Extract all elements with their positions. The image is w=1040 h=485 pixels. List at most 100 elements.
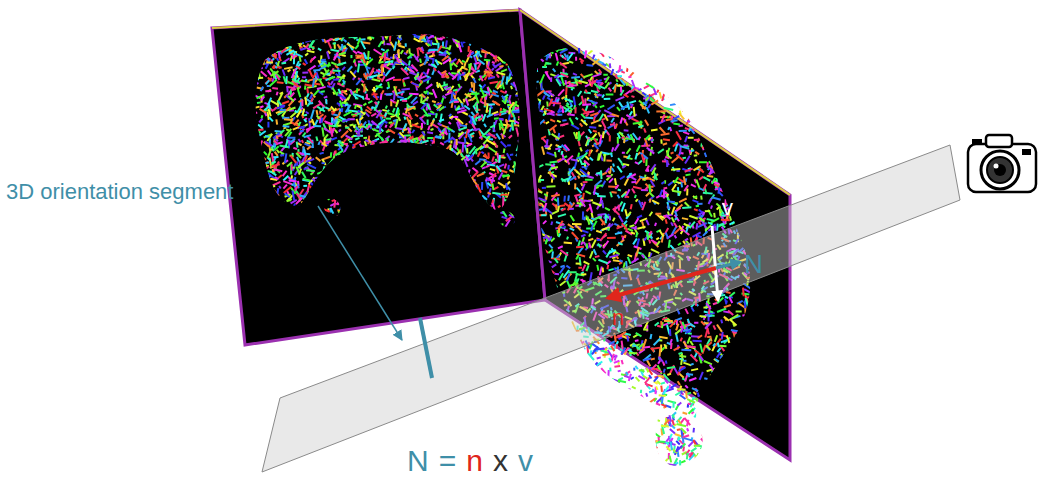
texture-stroke xyxy=(427,103,430,109)
texture-stroke xyxy=(363,170,366,174)
texture-stroke xyxy=(472,36,477,38)
texture-stroke xyxy=(306,30,311,31)
texture-stroke xyxy=(375,171,378,174)
texture-stroke xyxy=(346,171,355,173)
texture-stroke xyxy=(270,222,277,225)
texture-stroke xyxy=(371,199,372,203)
texture-stroke xyxy=(422,131,425,135)
texture-stroke xyxy=(399,176,409,179)
texture-stroke xyxy=(332,188,341,191)
texture-stroke xyxy=(371,162,378,167)
texture-stroke xyxy=(253,217,256,221)
texture-stroke xyxy=(250,61,252,66)
texture-stroke xyxy=(299,212,302,219)
texture-stroke xyxy=(397,161,401,164)
texture-stroke xyxy=(364,202,373,206)
texture-stroke xyxy=(509,95,511,100)
texture-stroke xyxy=(474,51,480,56)
texture-stroke xyxy=(355,206,358,215)
texture-stroke xyxy=(495,215,497,218)
texture-stroke xyxy=(519,149,523,151)
texture-stroke xyxy=(248,94,252,96)
texture-stroke xyxy=(502,210,507,217)
texture-stroke xyxy=(320,60,326,62)
texture-stroke xyxy=(252,76,259,80)
texture-stroke xyxy=(307,211,311,213)
texture-stroke xyxy=(303,212,307,219)
texture-stroke xyxy=(354,135,363,137)
texture-stroke xyxy=(318,182,328,183)
texture-stroke xyxy=(384,30,386,38)
texture-stroke xyxy=(471,82,474,88)
texture-stroke xyxy=(435,218,442,220)
texture-stroke xyxy=(331,62,336,64)
texture-stroke xyxy=(335,130,338,133)
texture-stroke xyxy=(390,188,395,193)
texture-stroke xyxy=(316,110,319,115)
texture-stroke xyxy=(480,76,483,81)
texture-stroke xyxy=(411,82,419,87)
texture-stroke xyxy=(398,215,402,216)
texture-stroke xyxy=(497,74,499,77)
texture-stroke xyxy=(349,151,352,156)
texture-stroke xyxy=(339,158,348,160)
texture-stroke xyxy=(371,167,373,170)
texture-stroke xyxy=(377,192,381,194)
texture-stroke xyxy=(470,39,473,46)
texture-stroke xyxy=(400,179,403,183)
texture-stroke xyxy=(306,88,309,93)
texture-stroke xyxy=(429,196,437,199)
texture-stroke xyxy=(438,123,442,125)
texture-stroke xyxy=(325,99,327,104)
texture-stroke xyxy=(480,210,487,213)
texture-stroke xyxy=(403,160,406,163)
texture-stroke xyxy=(506,63,510,65)
texture-stroke xyxy=(250,164,259,166)
texture-stroke xyxy=(432,190,441,191)
texture-stroke xyxy=(320,193,322,201)
texture-stroke xyxy=(396,163,398,166)
texture-stroke xyxy=(478,152,481,157)
texture-stroke xyxy=(506,208,513,209)
texture-stroke xyxy=(366,176,368,184)
texture-stroke xyxy=(454,151,460,157)
texture-stroke xyxy=(387,113,394,115)
texture-stroke xyxy=(272,87,278,90)
texture-stroke xyxy=(279,228,287,233)
texture-stroke xyxy=(428,151,433,154)
texture-stroke xyxy=(253,210,255,214)
texture-stroke xyxy=(369,37,371,39)
texture-stroke xyxy=(266,29,267,36)
texture-stroke xyxy=(475,227,481,233)
texture-stroke xyxy=(278,34,283,39)
texture-stroke xyxy=(306,112,309,114)
texture-stroke xyxy=(492,112,498,115)
texture-stroke xyxy=(436,200,441,203)
texture-stroke xyxy=(259,46,266,52)
texture-stroke xyxy=(275,177,278,179)
texture-stroke xyxy=(473,82,475,91)
texture-stroke xyxy=(497,47,504,49)
texture-stroke xyxy=(334,151,335,155)
texture-stroke xyxy=(254,50,263,55)
texture-stroke xyxy=(516,180,518,185)
texture-stroke xyxy=(499,37,501,39)
texture-stroke xyxy=(401,159,402,169)
texture-stroke xyxy=(308,229,313,231)
texture-stroke xyxy=(323,142,326,151)
texture-stroke xyxy=(410,188,417,192)
texture-stroke xyxy=(429,228,433,229)
texture-stroke xyxy=(359,179,361,189)
texture-stroke xyxy=(273,210,278,211)
texture-stroke xyxy=(315,37,320,39)
texture-stroke xyxy=(448,156,457,159)
texture-stroke xyxy=(517,90,525,94)
texture-stroke xyxy=(452,217,454,220)
texture-stroke xyxy=(284,35,292,37)
texture-stroke xyxy=(412,125,420,128)
texture-stroke xyxy=(472,216,473,222)
texture-stroke xyxy=(302,172,306,178)
texture-stroke xyxy=(315,215,318,217)
texture-stroke xyxy=(295,225,300,228)
texture-stroke xyxy=(392,31,397,35)
